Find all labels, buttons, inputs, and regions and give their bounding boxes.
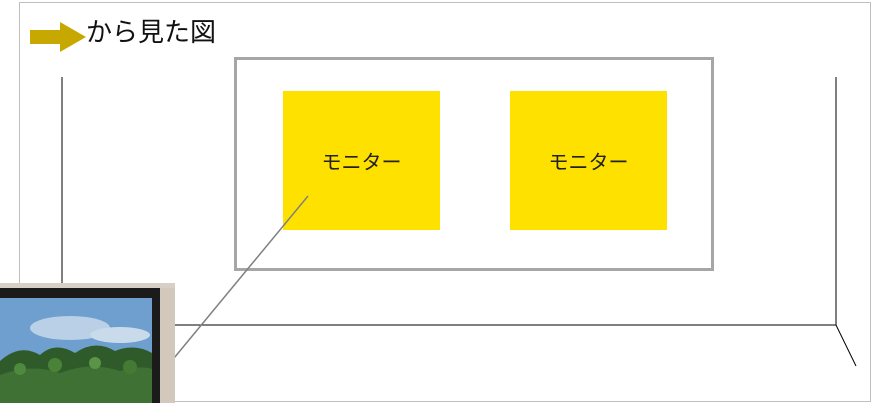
monitor-photo-image xyxy=(0,283,175,403)
figure-border xyxy=(19,2,871,402)
floor-corner-line xyxy=(835,324,857,367)
monitor-left: モニター xyxy=(283,91,440,230)
monitor-right: モニター xyxy=(510,91,667,230)
monitor-left-label: モニター xyxy=(321,150,402,174)
monitor-mount-frame xyxy=(234,57,714,271)
arrow-right-icon xyxy=(30,22,86,52)
monitor-right-label: モニター xyxy=(548,150,629,174)
view-title: から見た図 xyxy=(86,18,217,48)
